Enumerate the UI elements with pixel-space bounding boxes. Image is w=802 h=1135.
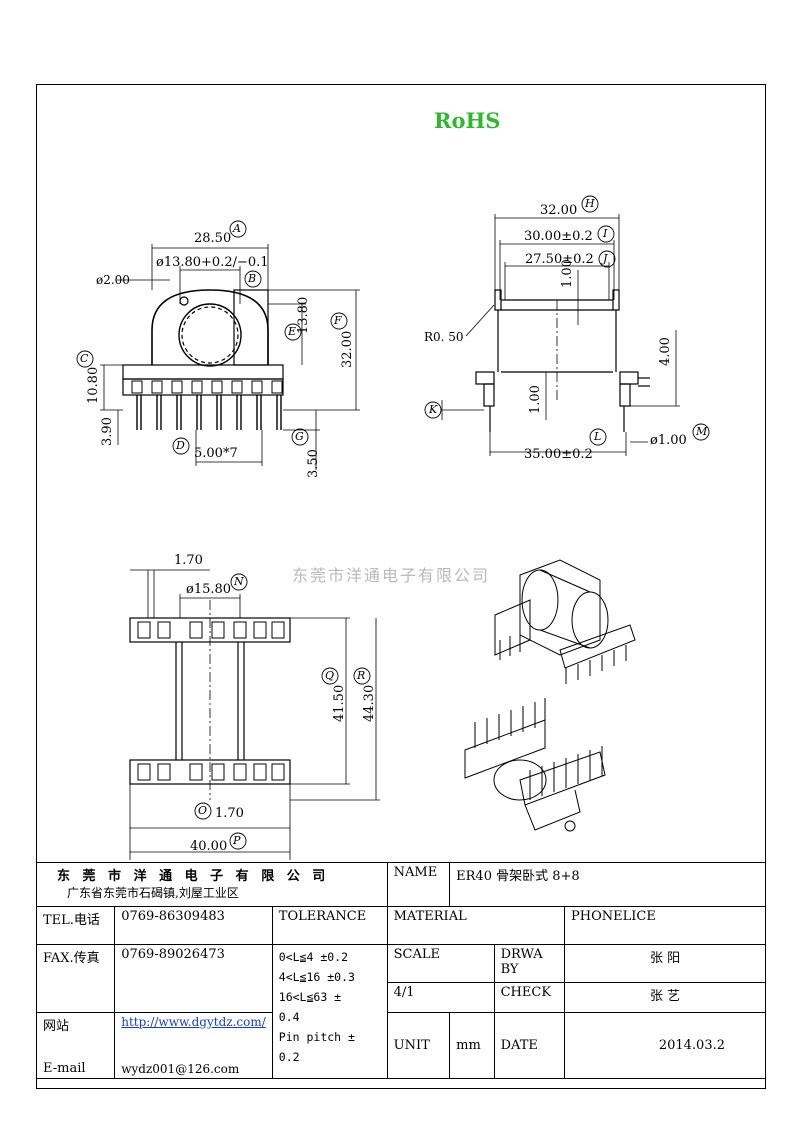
tolerance-line-3: 16<L≦63 ± [278,990,342,1004]
fax-label: FAX.传真 [35,944,116,1013]
dim-10-80: 10.80 [86,366,101,404]
tel-value: 0769-86309483 [114,906,273,945]
dim-35-00: 35.00±0.2 [524,447,593,462]
title-block: 东 莞 市 洋 通 电 子 有 限 公 司 广东省东莞市石碣镇,刘屋工业区 NA… [35,862,766,1079]
dim-pitch: 5.00*7 [194,446,238,461]
label-c: C [80,352,89,365]
tel-label: TEL.电话 [35,906,116,945]
top-view [129,569,380,860]
web-email-labels: 网站 E-mail [35,1012,116,1079]
company-cell: 东 莞 市 洋 通 电 子 有 限 公 司 广东省东莞市石碣镇,刘屋工业区 [36,862,388,907]
label-l: L [594,430,602,443]
tolerance-label: TOLERANCE [271,906,388,945]
dim-3-90: 3.90 [100,417,115,446]
drawing-sheet [36,84,766,1089]
name-label: NAME [386,862,451,907]
date-label: DATE [493,1012,566,1079]
label-o: O [198,804,208,817]
circle-markers [76,195,710,850]
dim-13-80: 13.80 [296,296,311,334]
dim-1-00-bottom: 1.00 [528,385,543,414]
dim-pin-dia: ø1.00 [650,433,687,448]
drawby-value: 张 阳 [564,944,766,983]
dim-radius: R0. 50 [424,330,464,344]
label-j: J [603,252,608,265]
drawby-label-line1: DRWA [500,947,543,962]
label-b: B [248,272,257,285]
label-f: F [334,314,342,327]
label-g: G [295,430,304,443]
tolerance-line-4b: 0.2 [278,1050,300,1064]
scale-value: 4/1 [386,982,495,1013]
unit-value: mm [449,1012,495,1079]
material-value: PHONELICE [564,906,766,945]
label-h: H [585,197,595,210]
check-value: 张 艺 [564,982,766,1013]
tolerance-line-1: 0<L≦4 ±0.2 [278,950,349,964]
dim-27-50: 27.50±0.2 [525,252,594,267]
dim-32-00-side: 32.00 [540,203,578,218]
dim-3-50: 3.50 [306,449,321,478]
dim-44-30: 44.30 [362,684,377,722]
side-view [441,214,680,456]
label-a: A [233,222,241,235]
dim-28-50: 28.50 [194,231,232,246]
dim-32-00: 32.00 [340,330,355,368]
web-label: 网站 [43,1019,70,1034]
label-e: E [288,325,297,338]
material-label: MATERIAL [386,906,566,945]
label-r: R [357,669,366,682]
label-q: Q [325,669,335,682]
tolerance-line-3b: 0.4 [278,1010,300,1024]
company-name: 东 莞 市 洋 通 电 子 有 限 公 司 [57,869,330,884]
front-view [100,244,360,470]
fax-value: 0769-89026473 [114,944,273,1013]
check-label: CHECK [493,982,566,1013]
web-email-values: http://www.dgytdz.com/ wydz001@126.com [114,1012,273,1079]
dim-1-70-top: 1.70 [174,553,203,568]
rohs-label: RoHS [434,108,501,133]
tolerance-line-4: Pin pitch ± [278,1030,355,1044]
name-value: ER40 骨架卧式 8+8 [449,862,766,907]
label-p: P [233,834,241,847]
dim-30-00: 30.00±0.2 [524,229,593,244]
tolerance-line-2: 4<L≦16 ±0.3 [278,970,355,984]
email-label: E-mail [43,1061,86,1076]
dim-41-50: 41.50 [332,684,347,722]
company-watermark: 东莞市洋通电子有限公司 [292,566,491,585]
dim-hole: ø2.00 [96,273,130,287]
label-k: K [429,403,438,416]
dim-1-00-top: 1.00 [560,259,575,288]
isometric-view-2 [464,698,606,832]
drawby-label-line2: BY [500,962,519,977]
drawby-label: DRWA BY [493,944,566,983]
label-i: I [603,227,608,240]
dim-1-70-bottom: 1.70 [215,806,244,821]
web-link[interactable]: http://www.dgytdz.com/ [121,1015,266,1029]
dim-40-00: 40.00 [190,839,228,854]
company-address: 广东省东莞市石碣镇,刘屋工业区 [67,886,239,900]
dim-4-00: 4.00 [658,337,673,366]
isometric-view-1 [494,559,636,684]
tolerance-values: 0<L≦4 ±0.2 4<L≦16 ±0.3 16<L≦63 ± 0.4 Pin… [271,944,388,1079]
label-d: D [176,439,185,452]
dim-15-80: ø15.80 [186,582,232,597]
scale-label: SCALE [386,944,495,983]
date-value: 2014.03.2 [564,1012,766,1079]
email-value: wydz001@126.com [121,1062,240,1076]
label-n: N [234,575,244,588]
dim-bore: ø13.80+0.2/−0.1 [156,255,269,270]
unit-label: UNIT [386,1012,451,1079]
label-m: M [696,425,708,438]
